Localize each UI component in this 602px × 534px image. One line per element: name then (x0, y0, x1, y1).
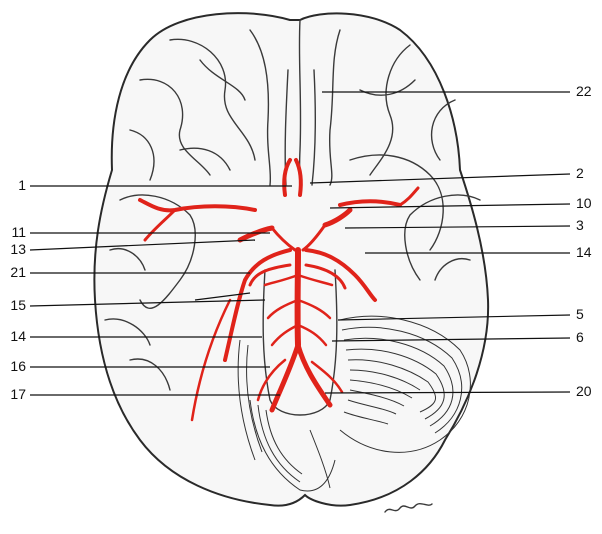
label-2: 2 (576, 165, 584, 181)
label-13: 13 (2, 241, 26, 257)
label-1: 1 (2, 177, 26, 193)
label-11: 11 (2, 224, 26, 240)
label-10: 10 (576, 195, 592, 211)
label-16: 16 (2, 358, 26, 374)
brain-outline (94, 13, 488, 506)
artist-signature-mark (385, 504, 432, 512)
label-17: 17 (2, 386, 26, 402)
label-22: 22 (576, 83, 592, 99)
label-5: 5 (576, 306, 584, 322)
label-21: 21 (2, 264, 26, 280)
label-6: 6 (576, 329, 584, 345)
label-20: 20 (576, 383, 592, 399)
label-3: 3 (576, 217, 584, 233)
label-14-right: 14 (576, 244, 592, 260)
label-15: 15 (2, 297, 26, 313)
label-14-left: 14 (2, 328, 26, 344)
